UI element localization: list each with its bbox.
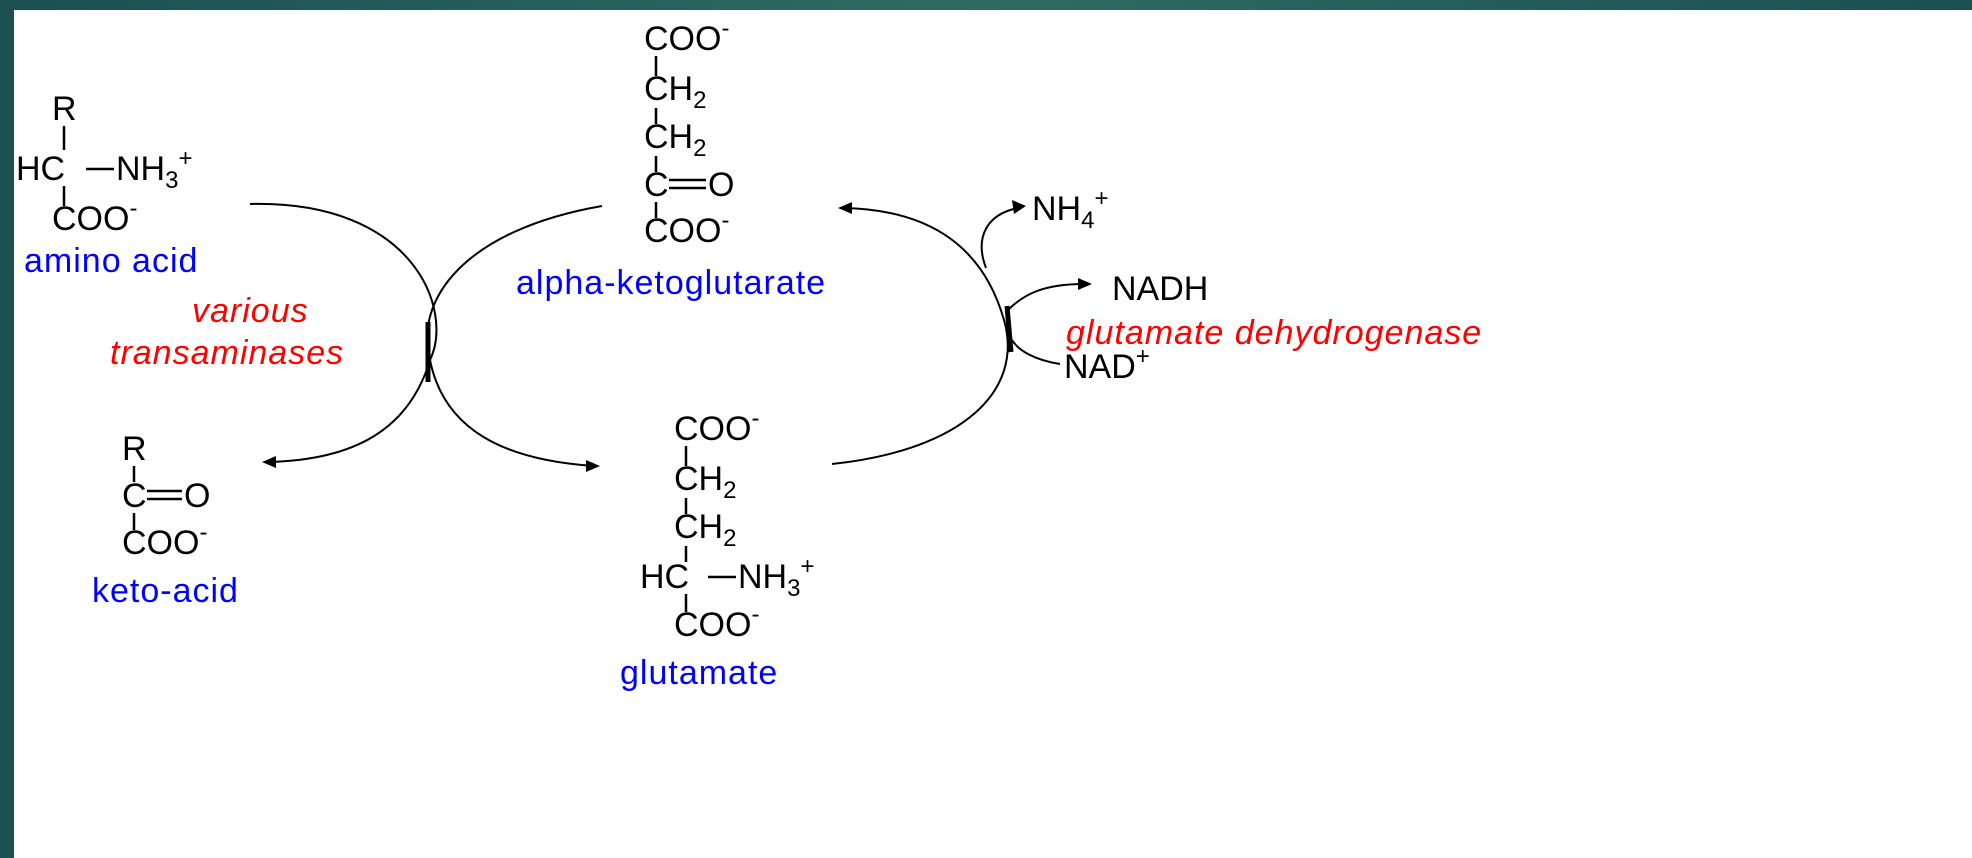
keto-acid-carbonyl-carbon: C <box>122 477 147 515</box>
glutamate-dehydrogenase-label: glutamate dehydrogenase <box>1066 314 1482 352</box>
arrowhead-ammonium <box>1012 200 1026 214</box>
transaminases-label-line1: various <box>192 292 309 330</box>
diagram-canvas: R HC NH3+ COO- amino acid R C O COO- ket… <box>14 10 1972 858</box>
alpha-ketoglutarate-label: alpha-ketoglutarate <box>516 264 826 302</box>
arc-amino-to-keto <box>249 202 438 463</box>
akg-ch2-a: CH2 <box>644 70 706 114</box>
glutamate-top-carboxyl: COO- <box>674 405 759 448</box>
arc-to-nadh <box>1007 283 1085 311</box>
akg-oxygen: O <box>708 166 734 204</box>
akg-top-carboxyl: COO- <box>644 15 729 58</box>
dehydrogenase-arcs <box>831 200 1092 465</box>
arrowhead-glutamate <box>586 460 600 472</box>
alpha-ketoglutarate-structure: COO- CH2 CH2 C O COO- alpha-ketoglutarat… <box>516 15 826 302</box>
keto-acid-label: keto-acid <box>92 572 239 610</box>
arrowhead-keto-acid <box>262 456 276 468</box>
dehydrogenase-crossing <box>1004 305 1014 353</box>
arrowhead-nadh <box>1078 278 1092 290</box>
keto-acid-oxygen: O <box>184 477 210 515</box>
nadh-label: NADH <box>1112 270 1208 308</box>
keto-acid-carboxyl: COO- <box>122 519 207 562</box>
akg-carbonyl-carbon: C <box>644 166 669 204</box>
arc-to-ammonium <box>980 207 1019 269</box>
arc-akg-to-glutamate <box>426 205 603 467</box>
akg-bottom-carboxyl: COO- <box>644 207 729 250</box>
ammonium-label: NH4+ <box>1032 185 1108 234</box>
arrowhead-akg <box>838 202 852 214</box>
akg-ch2-b: CH2 <box>644 118 706 162</box>
keto-acid-r-group: R <box>122 430 147 468</box>
glutamate-label: glutamate <box>620 654 778 692</box>
glutamate-alpha-carbon: HC <box>640 558 689 596</box>
amino-acid-structure: R HC NH3+ COO- amino acid <box>16 90 198 280</box>
keto-acid-structure: R C O COO- keto-acid <box>92 430 239 610</box>
glutamate-amine: NH3+ <box>738 553 814 602</box>
pathway-diagram: R HC NH3+ COO- amino acid R C O COO- ket… <box>16 15 1482 692</box>
amino-acid-label: amino acid <box>24 242 198 280</box>
nad-label: NAD+ <box>1064 343 1150 386</box>
amino-acid-carboxyl: COO- <box>52 195 137 238</box>
glutamate-ch2-a: CH2 <box>674 460 736 504</box>
glutamate-structure: COO- CH2 CH2 HC NH3+ COO- glutamate <box>620 405 814 692</box>
glutamate-ch2-b: CH2 <box>674 508 736 552</box>
glutamate-bottom-carboxyl: COO- <box>674 601 759 644</box>
arc-from-nad <box>1011 339 1061 365</box>
transaminases-label-line2: transaminases <box>110 334 344 372</box>
amino-acid-amine: NH3+ <box>116 145 192 194</box>
arc-glutamate-to-akg <box>831 207 1009 465</box>
amino-acid-alpha-carbon: HC <box>16 150 65 188</box>
amino-acid-r-group: R <box>52 90 77 128</box>
transaminase-arcs <box>249 202 603 472</box>
